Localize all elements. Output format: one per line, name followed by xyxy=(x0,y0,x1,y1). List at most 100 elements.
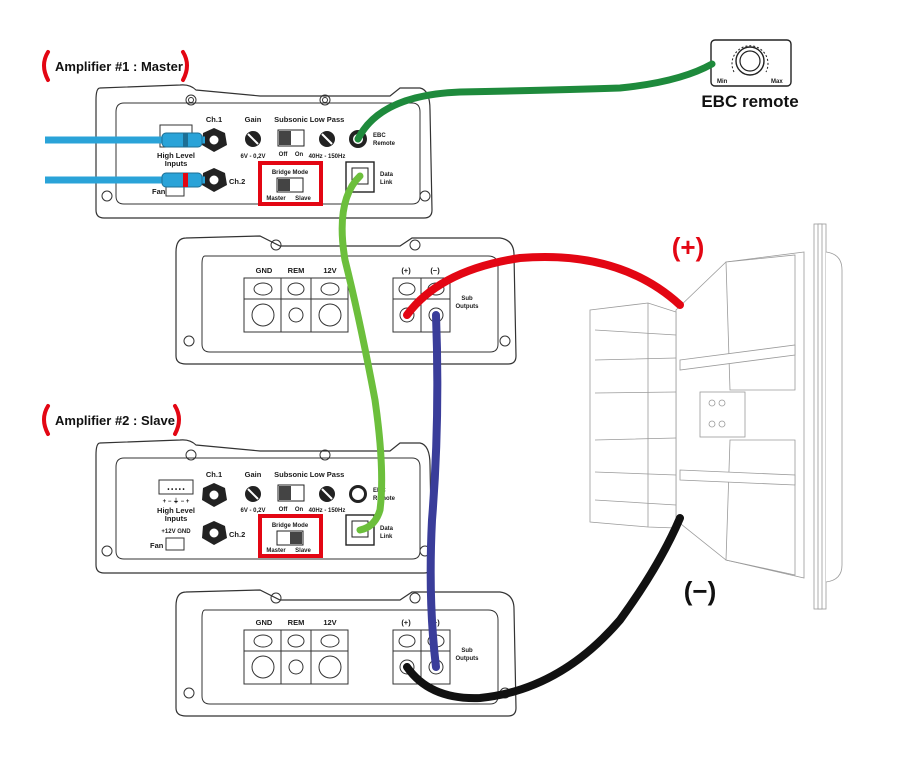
screw-icon xyxy=(101,190,113,202)
amp1-ebc-label-2: Remote xyxy=(373,141,396,147)
amp2-sub-label-1: Sub xyxy=(461,648,473,654)
amp2-title-group: Amplifier #2 : Slave xyxy=(42,404,181,436)
amp2-gnd-screw[interactable] xyxy=(253,634,273,648)
knob-range-arc xyxy=(731,45,769,73)
ebc-remote-knob[interactable] xyxy=(735,46,765,76)
screw-inner xyxy=(322,97,328,103)
amp1-subsonic-off: Off xyxy=(279,152,289,158)
amp2-plus-label: (+) xyxy=(401,618,411,627)
screw-icon xyxy=(270,239,282,251)
amp2-power-terminal-block xyxy=(243,629,349,685)
amp1-lowpass-label: Low Pass xyxy=(310,115,345,124)
knob-indicator xyxy=(247,133,259,145)
amp2-plus-screw[interactable] xyxy=(398,634,416,648)
negative-speaker-cable xyxy=(403,514,684,703)
amp1-data-label-1: Data xyxy=(380,172,394,178)
amp2-fan-pins-label: +12V GND xyxy=(161,529,191,535)
amp1-plus-terminal[interactable] xyxy=(399,307,415,323)
amp2-high-level-label-2: Inputs xyxy=(165,514,188,523)
amp2-gnd-label: GND xyxy=(256,618,273,627)
amp2-plus-terminal[interactable] xyxy=(399,659,415,675)
amp2-subsonic-on: On xyxy=(295,507,304,513)
amp1-power-terminal-block xyxy=(243,277,349,333)
amp1-gnd-label: GND xyxy=(256,266,273,275)
amp1-bridge-slave: Slave xyxy=(295,196,311,202)
bridge-cable xyxy=(426,311,442,671)
ebc-remote-device[interactable]: Min Max EBC remote xyxy=(701,39,799,111)
switch-slider-slave xyxy=(290,532,302,544)
amp2-subsonic-off: Off xyxy=(279,507,289,513)
knob-indicator xyxy=(321,133,333,145)
amp2-ch1-label: Ch.1 xyxy=(206,470,222,479)
amp1-fan-label: Fan xyxy=(152,187,166,196)
amp2-high-level-label-1: High Level xyxy=(157,506,195,515)
amp1-high-level-label-2: Inputs xyxy=(165,159,188,168)
amp1-rem-terminal[interactable] xyxy=(288,307,304,323)
amp2-gain-range: 6V - 0,2V xyxy=(240,508,265,514)
amp2-high-level-input-port[interactable] xyxy=(158,479,194,495)
screw-icon xyxy=(499,335,511,347)
amp1-title-group: Amplifier #1 : Master xyxy=(42,50,189,82)
basket-window-bottom xyxy=(725,439,796,576)
basket-window-top xyxy=(725,254,796,391)
amp2-rem-label: REM xyxy=(288,618,305,627)
amp1-12v-screw[interactable] xyxy=(320,282,340,296)
amp1-ch1-label: Ch.1 xyxy=(206,115,222,124)
rca-plug-ch2 xyxy=(161,172,203,188)
amp2-gain-label: Gain xyxy=(245,470,262,479)
amp2-panel-face xyxy=(115,457,421,560)
amp1-ch1-rca-center xyxy=(208,134,220,146)
amp1-gnd-screw[interactable] xyxy=(253,282,273,296)
amp2-control-panel: • • • • • + − ⏚ − + High Level Inputs +1… xyxy=(95,439,433,574)
amp1-gain-label: Gain xyxy=(245,115,262,124)
amp1-plus-label: (+) xyxy=(401,266,411,275)
amp1-rem-screw[interactable] xyxy=(287,282,305,296)
amp2-lowpass-label: Low Pass xyxy=(310,470,345,479)
speaker-terminal-block xyxy=(699,391,746,438)
amp2-gnd-terminal[interactable] xyxy=(251,655,275,679)
amp1-bridge-master: Master xyxy=(266,196,286,202)
terminal-screw xyxy=(718,420,726,428)
amp1-gnd-terminal[interactable] xyxy=(251,303,275,327)
amp1-title: Amplifier #1 : Master xyxy=(55,59,183,74)
amp1-ch2-label: Ch.2 xyxy=(229,177,245,186)
amp2-bridge-slave: Slave xyxy=(295,548,311,554)
terminal-screw xyxy=(708,420,716,428)
subwoofer xyxy=(589,223,843,610)
amp1-subsonic-label: Subsonic xyxy=(274,115,308,124)
screw-icon xyxy=(183,687,195,699)
magnet-ribs xyxy=(594,329,677,506)
amp2-rem-screw[interactable] xyxy=(287,634,305,648)
terminal-screw xyxy=(708,399,716,407)
amp1-lowpass-range: 40Hz - 150Hz xyxy=(309,154,346,160)
amp2-title: Amplifier #2 : Slave xyxy=(55,413,175,428)
cables xyxy=(338,60,716,703)
amp1-12v-label: 12V xyxy=(323,266,336,275)
amp2-12v-terminal[interactable] xyxy=(318,655,342,679)
amp2-fan-port[interactable] xyxy=(165,537,185,551)
amp2-12v-label: 12V xyxy=(323,618,336,627)
amp1-input-cables xyxy=(45,132,205,188)
terminal-screw xyxy=(718,399,726,407)
basket-spoke-1 xyxy=(679,344,796,371)
ebc-remote-label: EBC remote xyxy=(701,92,798,111)
ebc-min-label: Min xyxy=(717,79,728,85)
amp2-sub-label-2: Outputs xyxy=(456,656,480,662)
screw-icon xyxy=(101,545,113,557)
rca-plug-ch1 xyxy=(161,132,203,148)
screw-icon xyxy=(183,335,195,347)
amp2-bridge-mode-label: Bridge Mode xyxy=(272,523,309,529)
amp2-data-label-1: Data xyxy=(380,526,394,532)
speaker-ring-inner xyxy=(817,223,823,610)
bracket-right xyxy=(181,50,189,82)
amp2-12v-screw[interactable] xyxy=(320,634,340,648)
amp2-rem-terminal[interactable] xyxy=(288,659,304,675)
speaker-minus-label: (−) xyxy=(684,576,717,606)
positive-speaker-cable xyxy=(403,253,684,319)
amp2-fan-label: Fan xyxy=(150,541,164,550)
jack-center xyxy=(352,488,364,500)
amp1-ch2-rca-center xyxy=(208,174,220,186)
amp1-12v-terminal[interactable] xyxy=(318,303,342,327)
amp1-plus-screw[interactable] xyxy=(398,282,416,296)
